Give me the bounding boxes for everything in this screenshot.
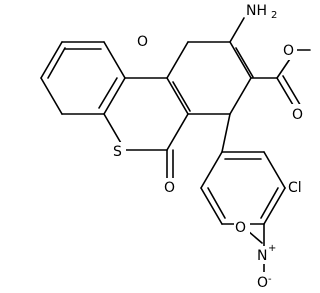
amino-label: NH bbox=[246, 3, 267, 19]
ester-ether-oxygen-label: O bbox=[283, 43, 294, 59]
chloro-mask bbox=[286, 178, 310, 196]
chloro-label: Cl bbox=[288, 180, 302, 196]
benzo-ring bbox=[40, 41, 126, 115]
thio-sulfur-label: S bbox=[113, 144, 122, 160]
nitro-nitrogen-mask bbox=[256, 246, 272, 264]
ring-oxygen-label: O bbox=[137, 34, 148, 50]
nitro-oxygen-bottom-mask bbox=[256, 272, 274, 292]
lactone-oxygen-label: O bbox=[164, 180, 175, 196]
thiopyranone-ring bbox=[103, 77, 191, 181]
ester-group bbox=[250, 49, 311, 111]
thio-sulfur-mask bbox=[112, 142, 126, 160]
ester-carbonyl-oxygen-mask bbox=[290, 104, 306, 122]
aryl-ring bbox=[200, 151, 286, 225]
nitro-oxygen-bond-top bbox=[247, 230, 263, 244]
nitro-oxygen-top-label: O bbox=[235, 220, 246, 236]
amino-subscript: 2 bbox=[271, 10, 277, 21]
lactone-oxygen-mask bbox=[163, 178, 179, 196]
aryl-link-bond bbox=[221, 113, 231, 153]
nitro-oxygen-top-mask bbox=[234, 218, 250, 236]
molecule-structure-diagram: O NH 2 O O S O Cl N + O O - bbox=[40, 3, 311, 292]
pyran-ring bbox=[166, 41, 254, 115]
amino-bond bbox=[229, 17, 245, 43]
ester-ether-oxygen-mask bbox=[281, 42, 297, 60]
nitro-nitrogen-label: N bbox=[257, 248, 267, 264]
nitro-minus-charge: - bbox=[268, 274, 272, 285]
ring-oxygen-mask bbox=[136, 32, 152, 50]
ester-carbonyl-oxygen-label: O bbox=[292, 107, 303, 123]
nitro-plus-charge: + bbox=[268, 243, 276, 254]
nitro-oxygen-bottom-label: O bbox=[257, 275, 268, 291]
